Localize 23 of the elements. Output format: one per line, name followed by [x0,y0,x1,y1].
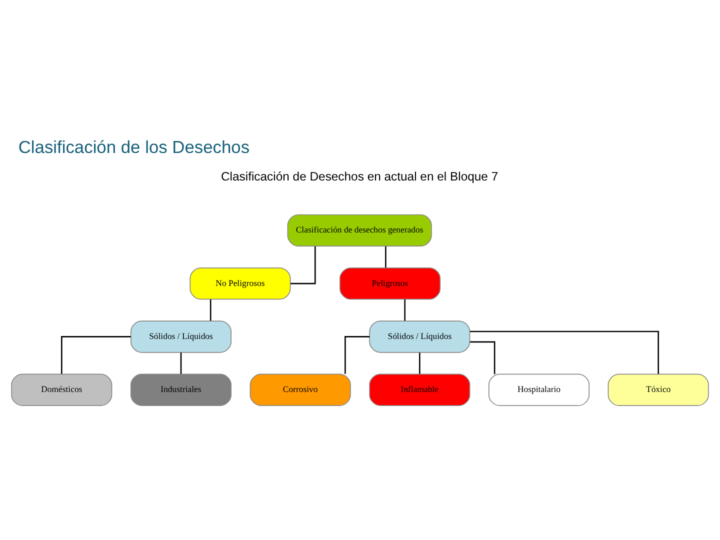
connector [385,246,386,268]
connector [344,336,370,374]
node-box: Peligrosos [340,266,441,300]
node-box: Sólidos / Líquidos [130,320,232,352]
connector [210,299,212,320]
connector [470,330,659,374]
node-box: Sólidos / Líquidos [369,320,470,352]
node-box: Inflamable [369,373,470,406]
label: Clasificación de Desechos en actual en el Bloque 7 [221,169,498,184]
connector [419,352,420,374]
connector [404,299,406,320]
connector [180,352,182,374]
node-box: Industriales [130,373,232,406]
connector [290,246,316,284]
node-box: Corrosivo [250,373,351,406]
node-box: Domésticos [11,373,112,406]
node-box: Clasificación de desechos generados [287,214,432,246]
node-box: No Peligrosos [190,266,291,300]
connector [61,336,131,374]
diagram-title: Clasificación de los Desechos [18,136,250,156]
node-box: Tóxico [608,373,709,406]
connector [470,340,496,374]
node-box: Hospitalario [488,373,590,406]
